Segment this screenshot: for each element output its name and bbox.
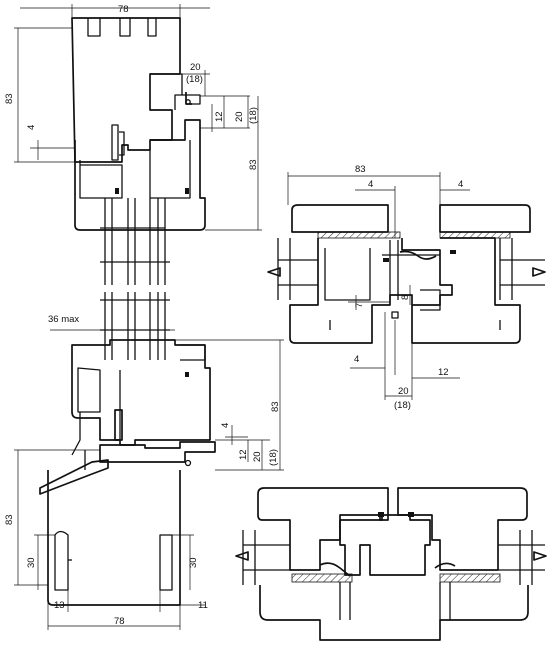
- dim-bottom-upper-18: (18): [268, 449, 279, 466]
- dim-bottom-width: 78: [114, 616, 125, 627]
- dim-top-right-18b: (18): [248, 107, 259, 124]
- dim-bottom-left-30: 30: [26, 557, 37, 568]
- dim-right-top-4b: 4: [458, 179, 463, 190]
- dim-top-width: 78: [118, 4, 129, 15]
- dim-bottom-left-83: 83: [4, 514, 15, 525]
- dim-bottom-upper-20: 20: [252, 451, 263, 462]
- dim-top-right-12: 12: [214, 111, 225, 122]
- dim-right-mid-7: 7: [354, 303, 365, 308]
- dim-top-right-20: 20: [190, 62, 201, 73]
- dim-right-low-18: (18): [394, 400, 411, 411]
- left-dimension-lines: [14, 4, 284, 630]
- dim-top-height-left: 83: [4, 93, 15, 104]
- dim-top-small-left: 4: [26, 125, 37, 130]
- dim-bottom-upper-83: 83: [270, 401, 281, 412]
- dim-right-top-83: 83: [355, 164, 366, 175]
- dimension-labels: 78 83 4 20 (18) 12 20 (18) 83 36 max 83 …: [4, 4, 463, 627]
- dim-right-mid-8: 8: [400, 295, 411, 300]
- dim-max-label: 36 max: [48, 314, 79, 325]
- right-top-mullion-section: [267, 204, 546, 344]
- dim-top-right-20b: 20: [234, 111, 245, 122]
- dim-right-low-12: 12: [438, 367, 449, 378]
- dim-bottom-upper-12: 12: [238, 449, 249, 460]
- left-top-sash-section: [71, 17, 206, 285]
- dim-top-mid-83: 83: [248, 159, 259, 170]
- dim-right-low-20: 20: [398, 386, 409, 397]
- dim-top-right-18: (18): [186, 74, 203, 85]
- dim-right-low-4: 4: [354, 354, 359, 365]
- right-bottom-mullion-section: [235, 487, 547, 641]
- dim-right-top-4a: 4: [368, 179, 373, 190]
- dim-bottom-right-30: 30: [188, 557, 199, 568]
- right-top-dimension-lines: [287, 172, 470, 400]
- dim-bottom-13: 13: [54, 600, 65, 611]
- dim-bottom-upper-4: 4: [220, 423, 231, 428]
- dim-bottom-11: 11: [198, 600, 208, 611]
